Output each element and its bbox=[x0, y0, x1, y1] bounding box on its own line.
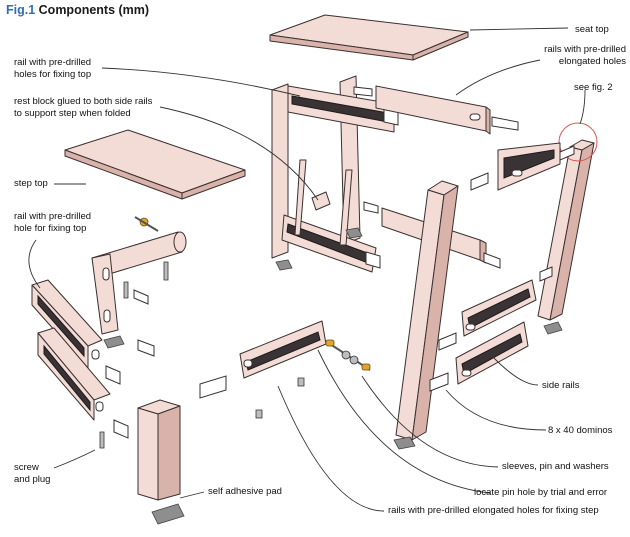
leader-lines bbox=[28, 27, 586, 512]
step-fixing-rail bbox=[199, 320, 327, 419]
label-side-rails: side rails bbox=[542, 380, 580, 391]
middle-right-side-rail bbox=[438, 266, 553, 351]
label-see-fig-2: see fig. 2 bbox=[574, 82, 613, 93]
label-screw-and-plug: screw and plug bbox=[14, 462, 50, 485]
label-rest-block-line2: to support step when folded bbox=[14, 107, 131, 119]
label-locate-pin-hole: locate pin hole by trial and error bbox=[474, 487, 608, 498]
label-rails-fixing-step: rails with pre-drilled elongated holes f… bbox=[388, 505, 599, 516]
upper-right-side-rail bbox=[470, 142, 575, 191]
top-rail-with-elongated-holes bbox=[353, 85, 519, 135]
seat-top-board bbox=[269, 14, 469, 61]
front-leg bbox=[393, 180, 459, 450]
label-step-top: step top bbox=[14, 178, 48, 189]
label-rail-holes-line2: holes for fixing top bbox=[14, 68, 92, 80]
figure-number: Fig.1 bbox=[6, 3, 36, 17]
label-rail-hole-fixing-top: rail with pre-drilled hole for fixing to… bbox=[14, 211, 91, 234]
left-fixing-rail bbox=[91, 216, 187, 357]
step-top-board bbox=[64, 129, 246, 200]
label-rails-elongated-line1: rails with pre-drilled bbox=[544, 44, 626, 55]
label-sleeves-pin-washers: sleeves, pin and washers bbox=[502, 461, 609, 472]
label-rail-hole-line1: rail with pre-drilled bbox=[14, 211, 92, 222]
pad-rear-left bbox=[275, 259, 293, 271]
label-rails-elongated-line2: elongated holes bbox=[558, 55, 626, 67]
left-lower-side-rail bbox=[37, 327, 129, 449]
label-rest-block-line1: rest block glued to both side rails bbox=[14, 96, 153, 107]
figure-caption: Components (mm) bbox=[38, 3, 150, 17]
label-rail-holes-line1: rail with pre-drilled bbox=[14, 57, 92, 68]
pad-rear-right bbox=[345, 227, 363, 239]
label-self-adhesive-pad: self adhesive pad bbox=[208, 486, 282, 497]
figure-title: Fig.1 Components (mm) bbox=[6, 3, 149, 17]
lower-right-side-rail bbox=[429, 321, 529, 392]
label-screw-line2: and plug bbox=[14, 473, 51, 485]
rear-frame bbox=[271, 75, 399, 273]
label-rails-elongated-holes: rails with pre-drilled elongated holes bbox=[510, 44, 626, 67]
left-upper-side-rail bbox=[31, 279, 103, 369]
label-dominos: 8 x 40 dominos bbox=[548, 425, 613, 436]
label-rail-hole-line2: hole for fixing top bbox=[14, 222, 87, 234]
label-rail-holes-fixing-top: rail with pre-drilled holes for fixing t… bbox=[14, 57, 91, 80]
label-rest-block: rest block glued to both side rails to s… bbox=[14, 96, 152, 119]
left-leg-piece bbox=[137, 399, 185, 525]
label-seat-top: seat top bbox=[575, 24, 609, 35]
sleeves-pin-washers bbox=[325, 339, 371, 371]
label-screw-line1: screw bbox=[14, 462, 39, 473]
